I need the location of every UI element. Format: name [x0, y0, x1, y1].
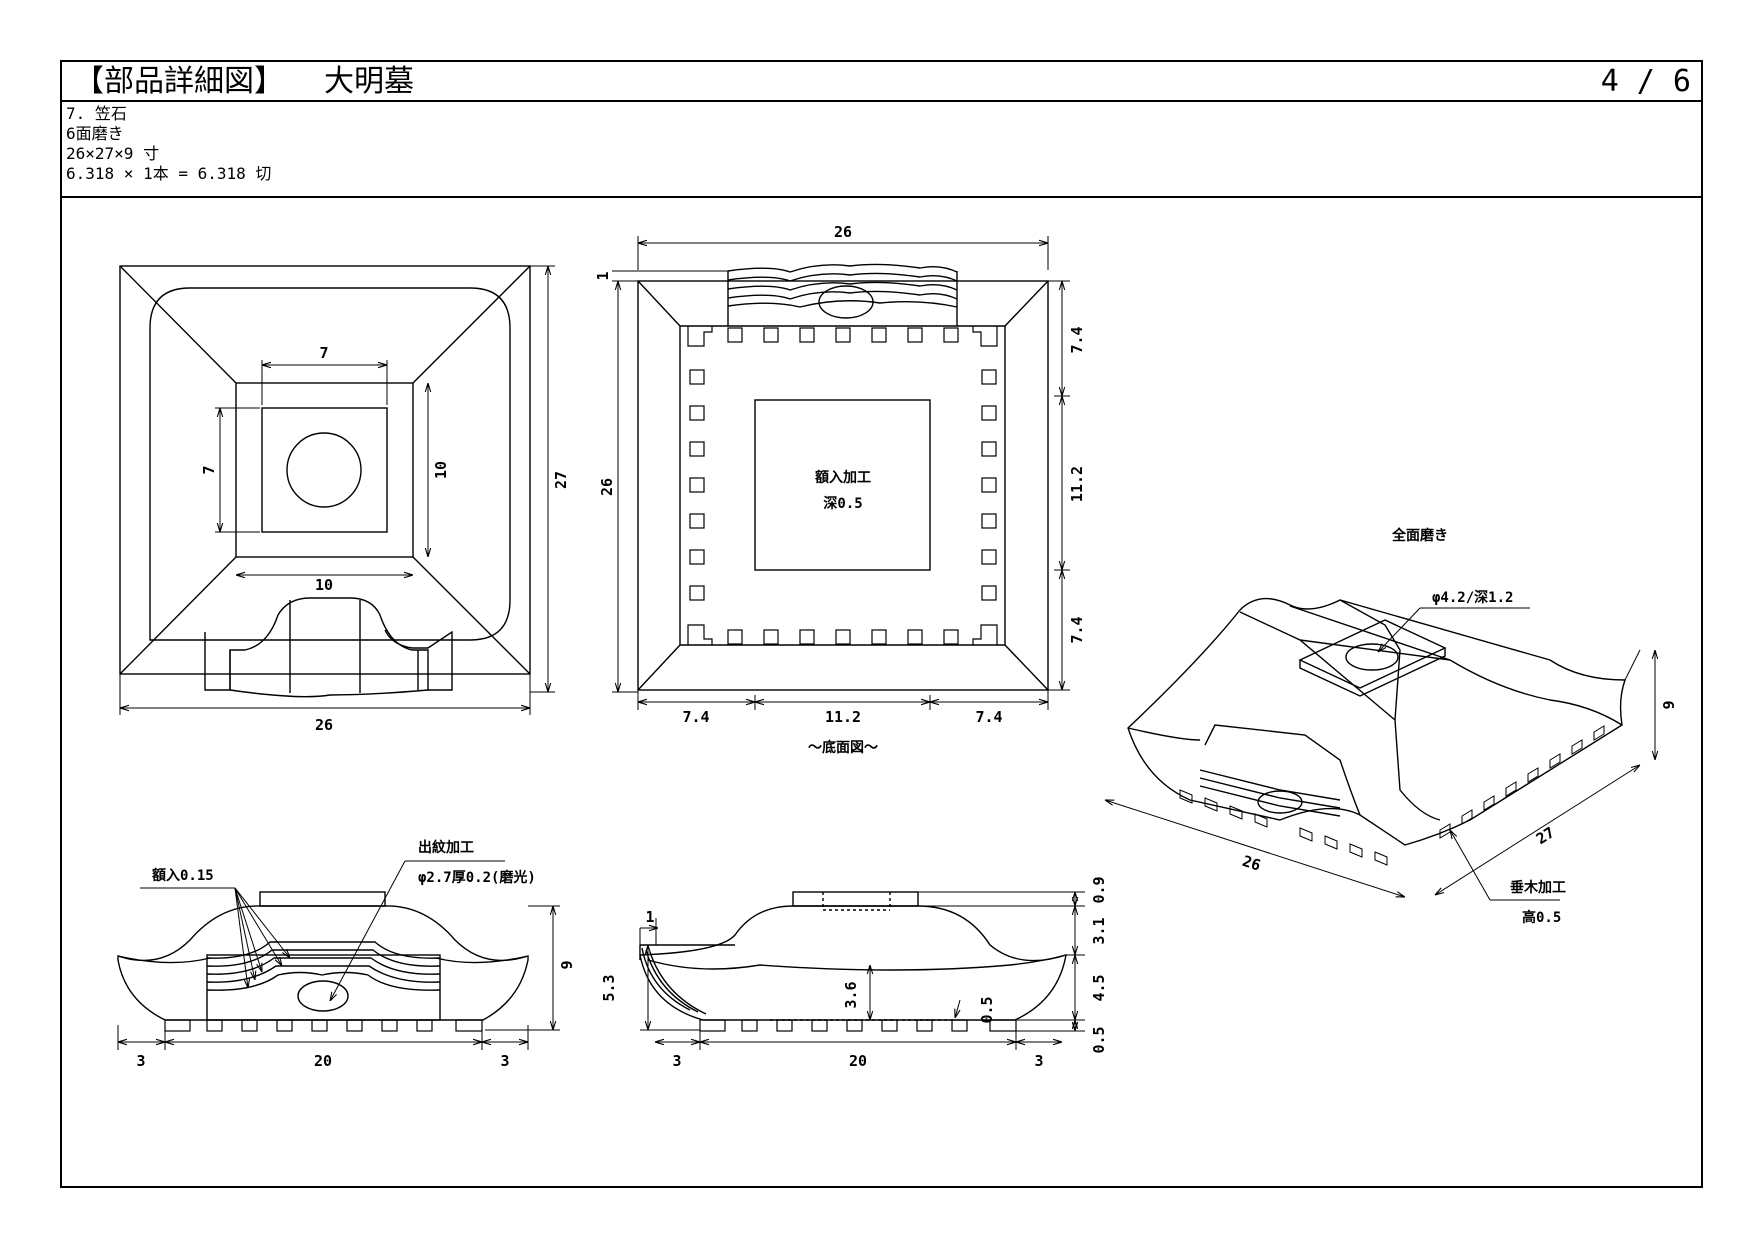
bottom-view-caption: ～底面図～ [808, 739, 878, 756]
top-view [119, 265, 555, 715]
bottom-dim-top-gap: 1 [594, 271, 612, 280]
iso-note-skid-2: 高0.5 [1522, 909, 1561, 926]
bottom-dim-width: 26 [834, 223, 852, 241]
side-dim-0-9: 0.9 [1090, 876, 1108, 903]
drawing-frame: 【部品詳細図】 大明墓 4 / 6 7. 笠石 6面磨き 26×27×9 寸 6.… [60, 60, 1703, 1188]
page-title: 【部品詳細図】 大明墓 [74, 64, 414, 100]
page-number: 4 / 6 [1600, 64, 1691, 99]
front-view [117, 860, 560, 1050]
iso-note-skid-1: 垂木加工 [1510, 879, 1566, 896]
top-dim-total-width: 26 [315, 716, 333, 734]
spec-row: 7. 笠石 6面磨き 26×27×9 寸 6.318 × 1本 = 6.318 … [62, 102, 1701, 198]
side-dim-4-5: 4.5 [1090, 974, 1108, 1001]
front-dim-height: 9 [558, 960, 576, 969]
bottom-center-label-2: 深0.5 [823, 495, 862, 512]
front-dim-right: 3 [500, 1052, 509, 1070]
bottom-dim-height: 26 [598, 478, 616, 496]
side-dim-3-1: 3.1 [1090, 917, 1108, 944]
side-dim-0-5-outer: 0.5 [1090, 1026, 1108, 1053]
side-dim-3-6: 3.6 [842, 981, 860, 1008]
title-row: 【部品詳細図】 大明墓 4 / 6 [62, 62, 1701, 102]
side-dim-center: 20 [849, 1052, 867, 1070]
front-dim-left: 3 [136, 1052, 145, 1070]
front-note-frame: 額入0.15 [151, 867, 214, 884]
top-dim-outer-width: 10 [315, 576, 333, 594]
iso-note-polish: 全面磨き [1391, 527, 1448, 544]
spec-block: 7. 笠石 6面磨き 26×27×9 寸 6.318 × 1本 = 6.318 … [66, 104, 271, 184]
top-dim-inner-height: 7 [200, 465, 218, 474]
front-note-crest-1: 出紋加工 [418, 839, 474, 856]
side-view [639, 891, 1085, 1050]
spec-volume: 6.318 × 1本 = 6.318 切 [66, 164, 272, 183]
bottom-center-label-1: 額入加工 [814, 469, 871, 486]
side-dim-right: 3 [1034, 1052, 1043, 1070]
side-dim-0-5-inner: 0.5 [978, 996, 996, 1023]
iso-dim-height: 9 [1660, 700, 1678, 709]
top-dim-total-height: 27 [552, 471, 570, 489]
spec-size: 26×27×9 寸 [66, 144, 160, 163]
bottom-dim-right-2: 11.2 [1068, 466, 1086, 502]
front-note-crest-2: φ2.7厚0.2(磨光) [418, 869, 536, 886]
front-dim-center: 20 [314, 1052, 332, 1070]
spec-finish: 6面磨き [66, 124, 124, 143]
bottom-dim-right-3: 7.4 [1068, 616, 1086, 643]
top-dim-inner-width: 7 [319, 344, 328, 362]
side-dim-step: 1 [645, 908, 654, 926]
iso-dim-27: 27 [1533, 823, 1558, 848]
bottom-dim-bottom-2: 11.2 [825, 708, 861, 726]
side-dim-left: 3 [672, 1052, 681, 1070]
bottom-dim-right-1: 7.4 [1068, 326, 1086, 353]
side-dim-5-3: 5.3 [600, 974, 618, 1001]
spec-part-name: 7. 笠石 [66, 104, 127, 123]
iso-note-hole: φ4.2/深1.2 [1432, 589, 1513, 606]
bottom-dim-bottom-3: 7.4 [975, 708, 1002, 726]
bottom-view [612, 236, 1070, 710]
title-main: 【部品詳細図】 [74, 64, 284, 99]
title-sub: 大明墓 [324, 64, 414, 99]
iso-dim-26: 26 [1240, 852, 1263, 875]
top-dim-outer-height: 10 [432, 461, 450, 479]
isometric-view [1105, 597, 1655, 901]
bottom-dim-bottom-1: 7.4 [682, 708, 709, 726]
